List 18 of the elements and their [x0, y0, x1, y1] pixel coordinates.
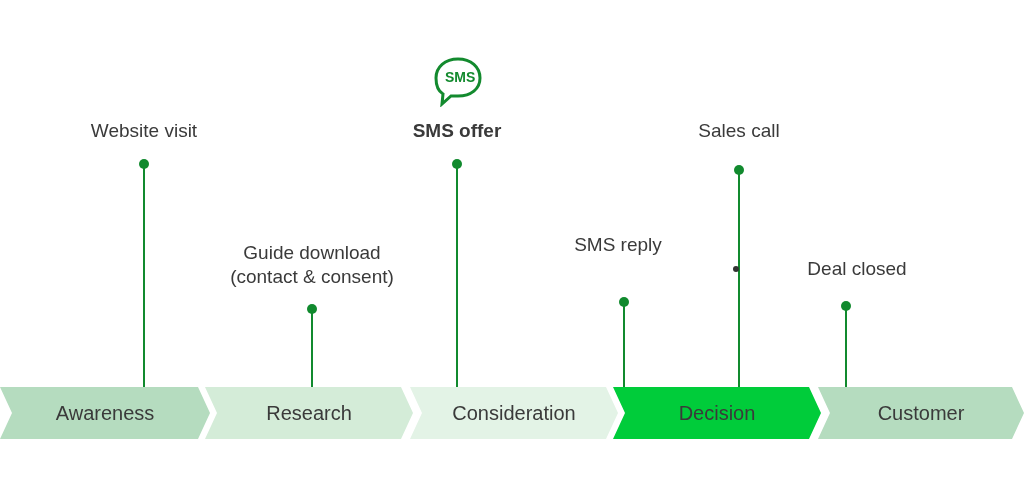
pin-line	[307, 304, 317, 388]
pin-line	[619, 297, 629, 388]
event-label: Sales call	[698, 120, 780, 141]
event-label: SMS offer	[412, 120, 502, 141]
stage-label: Research	[266, 401, 352, 425]
stage-label: Awareness	[55, 401, 155, 425]
stage-label: Decision	[678, 401, 756, 425]
event-label: Deal closed	[807, 258, 907, 279]
stage-label: Customer	[877, 401, 965, 425]
stage-label: Consideration	[452, 401, 576, 425]
pin-line	[841, 301, 851, 388]
event-label: Guide download (contact & consent)	[230, 242, 394, 287]
icon-label: SMS	[445, 69, 476, 85]
pin-line	[452, 159, 462, 388]
pin-line	[734, 165, 744, 388]
event-label: SMS reply	[574, 234, 662, 255]
event-label: Website visit	[90, 120, 198, 141]
pin-line	[139, 159, 149, 388]
